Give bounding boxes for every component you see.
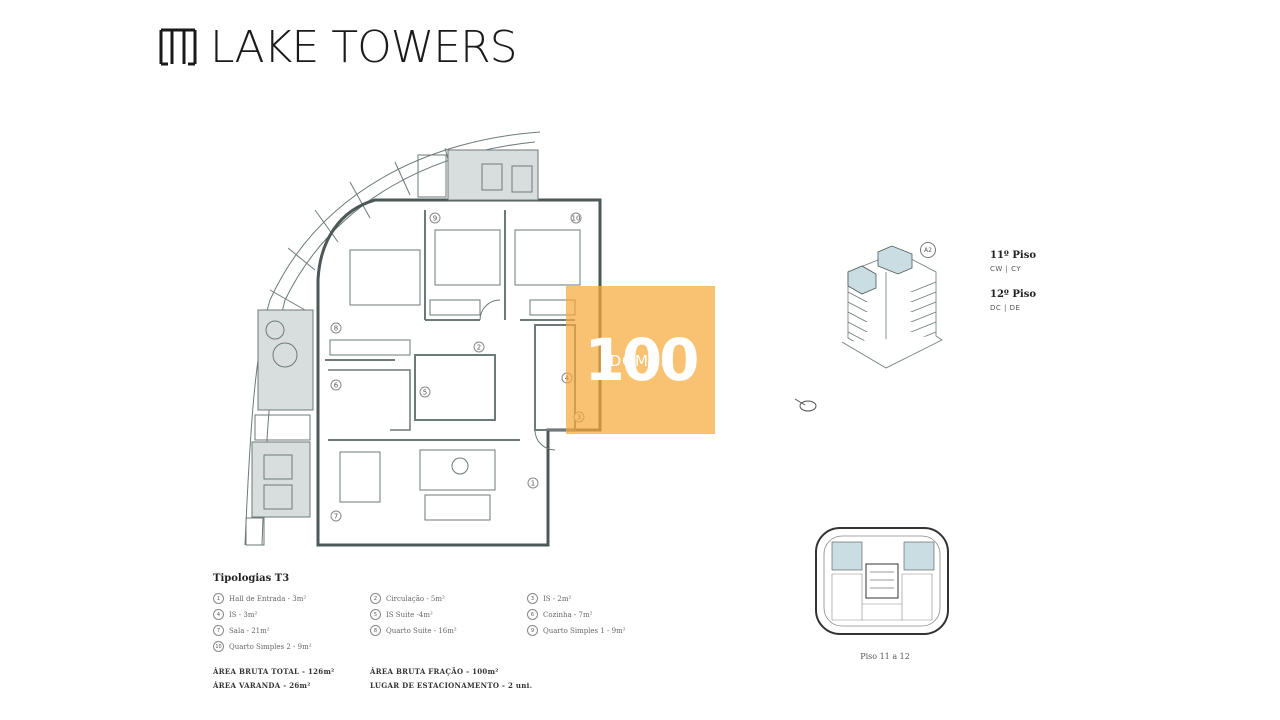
legend-label: IS - 2m²	[543, 594, 572, 603]
legend-number: 6	[527, 609, 538, 620]
legend-item: 8 Quarto Suite - 16m²	[370, 625, 457, 636]
legend-number: 4	[213, 609, 224, 620]
plan-label-5: 5	[419, 386, 431, 398]
legend-item: 10 Quarto Simples 2 - 9m²	[213, 641, 312, 652]
svg-text:10: 10	[572, 215, 581, 223]
typology-title: Tipologias T3	[213, 573, 290, 584]
legend-number: 10	[213, 641, 224, 652]
legend-label: Quarto Suite - 16m²	[386, 626, 457, 635]
legend-number: 3	[527, 593, 538, 604]
plan-label-8: 8	[330, 322, 342, 334]
key-plan	[815, 527, 949, 635]
legend-label: Cozinha - 7m²	[543, 610, 593, 619]
legend-item: 4 IS - 3m²	[213, 609, 257, 620]
key-plan-caption: Piso 11 a 12	[860, 652, 910, 661]
svg-text:9: 9	[433, 215, 437, 223]
watermark-number: 100	[584, 326, 699, 394]
legend-label: Sala - 21m²	[229, 626, 270, 635]
svg-text:7: 7	[334, 513, 338, 521]
legend-label: Hall de Entrada - 3m²	[229, 594, 307, 603]
svg-text:6: 6	[334, 382, 339, 390]
floor-codes: DC | DE	[990, 304, 1021, 312]
area-total: ÁREA BRUTA TOTAL - 126m²	[213, 667, 335, 676]
brand-name: LAKE TOWERS	[210, 21, 518, 73]
floor-11-label: 11º Piso CW | CY	[990, 250, 1036, 273]
area-balcony: ÁREA VARANDA - 26m²	[213, 681, 311, 690]
legend-item: 7 Sala - 21m²	[213, 625, 270, 636]
svg-text:2: 2	[477, 344, 481, 352]
floor-title: 11º Piso	[990, 250, 1037, 261]
floor-codes: CW | CY	[990, 265, 1022, 273]
legend-item: 5 IS Suite -4m²	[370, 609, 433, 620]
legend-number: 2	[370, 593, 381, 604]
legend-label: IS - 3m²	[229, 610, 258, 619]
legend-number: 8	[370, 625, 381, 636]
plan-label-10: 10	[570, 212, 582, 224]
legend-number: 5	[370, 609, 381, 620]
north-arrow-icon	[794, 398, 817, 412]
svg-text:8: 8	[334, 325, 338, 333]
plan-label-2: 2	[473, 341, 485, 353]
area-fraction: ÁREA BRUTA FRAÇÃO - 100m²	[370, 667, 499, 676]
svg-text:1: 1	[531, 480, 535, 488]
plan-label-7: 7	[330, 510, 342, 522]
tower-isometric-icon	[841, 245, 943, 369]
legend-item: 9 Quarto Simples 1 - 9m²	[527, 625, 626, 636]
legend-label: Quarto Simples 2 - 9m²	[229, 642, 312, 651]
parking-spaces: LUGAR DE ESTACIONAMENTO - 2 uni.	[370, 681, 533, 690]
legend-item: 2 Circulação - 5m²	[370, 593, 445, 604]
plan-label-1: 1	[527, 477, 539, 489]
legend-item: 3 IS - 2m²	[527, 593, 571, 604]
legend-number: 7	[213, 625, 224, 636]
legend-item: 6 Cozinha - 7m²	[527, 609, 592, 620]
brand-logo: LAKE TOWERS	[158, 21, 518, 73]
plan-label-6: 6	[330, 379, 342, 391]
legend-label: Quarto Simples 1 - 9m²	[543, 626, 626, 635]
legend-number: 1	[213, 593, 224, 604]
legend-number: 9	[527, 625, 538, 636]
floor-title: 12º Piso	[990, 289, 1037, 300]
watermark-word: DOMUS	[609, 352, 672, 370]
floor-plan-drawing: 9 10 8 2 6 5 4 3 1 7	[244, 131, 602, 547]
floor-plan: 9 10 8 2 6 5 4 3 1 7	[230, 130, 610, 550]
legend-label: Circulação - 5m²	[386, 594, 445, 603]
svg-text:5: 5	[423, 389, 427, 397]
plan-label-9: 9	[429, 212, 441, 224]
legend-item: 1 Hall de Entrada - 3m²	[213, 593, 306, 604]
domus-watermark: 100 DOMUS	[566, 286, 715, 434]
floor-12-label: 12º Piso DC | DE	[990, 289, 1036, 312]
legend-label: IS Suite -4m²	[386, 610, 433, 619]
lake-towers-logo-icon	[159, 28, 197, 66]
tower-id-badge: A2	[920, 242, 936, 258]
